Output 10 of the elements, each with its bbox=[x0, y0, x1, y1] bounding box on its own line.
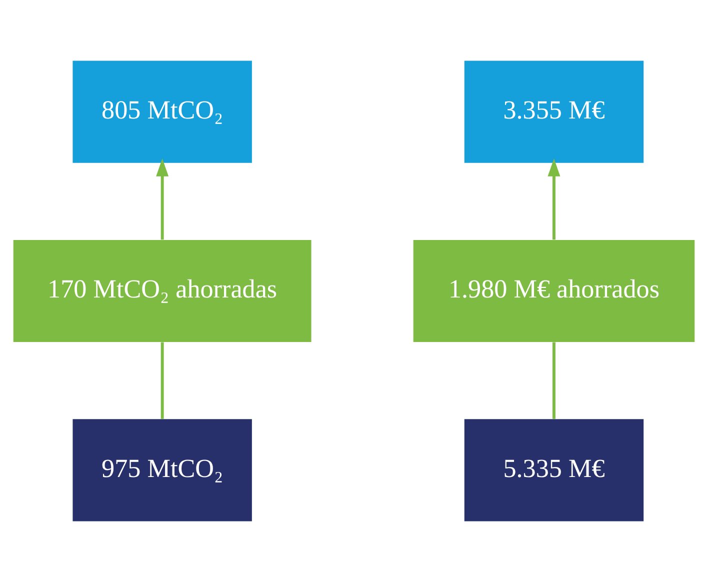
connector bbox=[160, 342, 164, 418]
arrow bbox=[156, 158, 169, 240]
arrow bbox=[548, 158, 560, 240]
node-box: 805 MtCO₂ bbox=[72, 60, 252, 162]
connector bbox=[552, 342, 556, 418]
node-box: 170 MtCO₂ ahorradas bbox=[13, 239, 312, 342]
node-box: 1.980 M€ ahorrados bbox=[413, 239, 695, 342]
node-box: 3.355 M€ bbox=[464, 60, 644, 162]
node-box: 975 MtCO₂ bbox=[72, 418, 252, 521]
node-box: 5.335 M€ bbox=[464, 418, 644, 521]
